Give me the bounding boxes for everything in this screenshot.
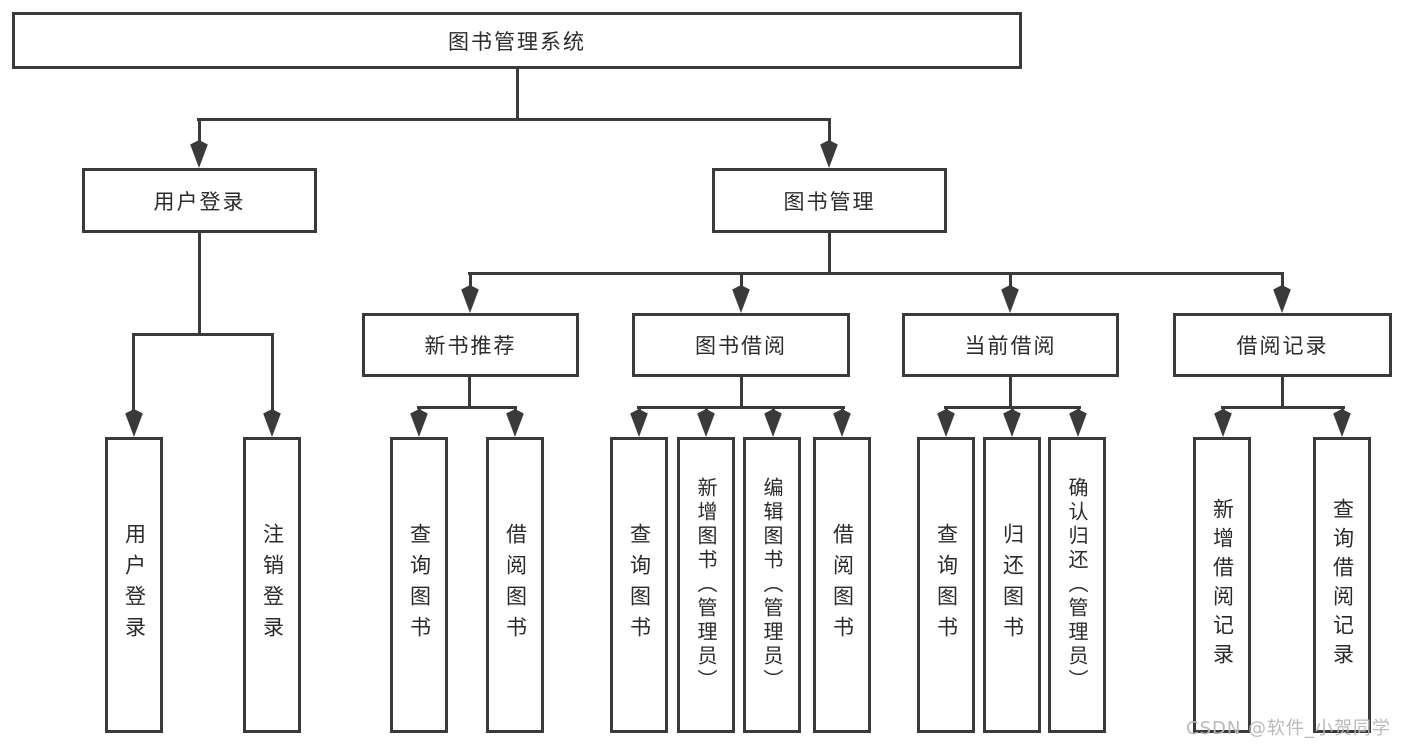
leaf-label: 借阅图书	[503, 523, 528, 647]
leaf-label: 新增借阅记录	[1210, 498, 1235, 672]
connector-to-leaf-query-books-3	[945, 406, 948, 412]
connector-root-stem	[516, 69, 519, 120]
leaf-user-login: 用户登录	[105, 437, 163, 733]
leaf-label: 确认归还（管理员）	[1065, 477, 1089, 693]
arrowhead-book-management	[820, 140, 838, 168]
leaf-label: 查询图书	[407, 523, 432, 647]
arrowhead-leaf-add-books	[697, 409, 715, 437]
node-root-library-system: 图书管理系统	[12, 12, 1022, 69]
connector-to-new-book-recommend	[469, 272, 472, 288]
connector-user-login-stem	[198, 233, 201, 336]
connector-to-leaf-query-books-1	[418, 406, 421, 412]
leaf-query-books-current: 查询图书	[917, 437, 975, 733]
node-label: 图书管理	[783, 189, 876, 214]
connector-to-leaf-borrow-books-1	[514, 406, 517, 412]
arrowhead-leaf-return-books	[1003, 409, 1021, 437]
arrowhead-leaf-logout	[263, 409, 281, 437]
connector-borrow-records-bus	[1221, 406, 1345, 409]
leaf-query-books-recommend: 查询图书	[390, 437, 448, 733]
arrowhead-borrow-records	[1273, 285, 1291, 313]
arrowhead-book-borrow	[732, 285, 750, 313]
leaf-confirm-return-admin: 确认归还（管理员）	[1048, 437, 1106, 733]
leaf-label: 归还图书	[1000, 523, 1025, 647]
arrowhead-leaf-query-books-2	[630, 409, 648, 437]
arrowhead-leaf-add-record	[1214, 409, 1232, 437]
node-current-borrow: 当前借阅	[902, 313, 1119, 377]
csdn-watermark: CSDN @软件_小贺同学	[1186, 718, 1392, 739]
arrowhead-new-book-recommend	[461, 285, 479, 313]
leaf-borrow-books: 借阅图书	[813, 437, 871, 733]
connector-to-book-borrow	[740, 272, 743, 288]
connector-to-leaf-query-books-2	[638, 406, 641, 412]
leaf-label: 查询图书	[934, 523, 959, 647]
connector-to-current-borrow	[1009, 272, 1012, 288]
connector-root-bus	[197, 118, 831, 121]
leaf-query-borrow-record: 查询借阅记录	[1313, 437, 1371, 733]
connector-user-login-bus	[132, 333, 274, 336]
node-borrow-records: 借阅记录	[1173, 313, 1392, 377]
node-book-borrow: 图书借阅	[632, 313, 850, 377]
connector-new-book-recommend-bus	[417, 406, 517, 409]
arrowhead-leaf-query-books-3	[937, 409, 955, 437]
node-label: 图书管理系统	[448, 29, 586, 54]
leaf-return-books: 归还图书	[983, 437, 1041, 733]
arrowhead-leaf-user-login	[125, 409, 143, 437]
arrowhead-leaf-query-record	[1333, 409, 1351, 437]
leaf-label: 用户登录	[122, 523, 147, 647]
node-label: 图书借阅	[695, 334, 787, 358]
connector-to-borrow-records	[1281, 272, 1284, 288]
connector-book-borrow-bus	[637, 406, 845, 409]
connector-current-borrow-stem	[1009, 377, 1012, 409]
node-new-book-recommend: 新书推荐	[362, 313, 579, 377]
connector-to-leaf-add-record	[1222, 406, 1225, 412]
connector-to-leaf-confirm-return	[1077, 406, 1080, 412]
node-user-login: 用户登录	[82, 168, 317, 233]
leaf-label: 注销登录	[260, 523, 285, 647]
leaf-label: 查询借阅记录	[1330, 498, 1355, 672]
arrowhead-current-borrow	[1001, 285, 1019, 313]
arrowhead-leaf-borrow-books-1	[506, 409, 524, 437]
connector-book-management-bus	[468, 272, 1284, 275]
connector-root-to-book-management	[828, 118, 831, 144]
leaf-label: 查询图书	[627, 523, 652, 647]
arrowhead-leaf-borrow-books-2	[833, 409, 851, 437]
connector-to-leaf-query-record	[1341, 406, 1344, 412]
node-label: 当前借阅	[964, 334, 1057, 358]
leaf-label: 编辑图书（管理员）	[760, 477, 784, 693]
leaf-add-borrow-record: 新增借阅记录	[1193, 437, 1251, 733]
connector-borrow-records-stem	[1281, 377, 1284, 409]
arrowhead-leaf-confirm-return	[1069, 409, 1087, 437]
leaf-logout: 注销登录	[243, 437, 301, 733]
leaf-add-books-admin: 新增图书（管理员）	[677, 437, 735, 733]
node-book-management: 图书管理	[712, 168, 947, 233]
connector-to-leaf-return-books	[1011, 406, 1014, 412]
arrowhead-user-login	[190, 140, 208, 168]
leaf-label: 借阅图书	[830, 523, 855, 647]
leaf-borrow-books-recommend: 借阅图书	[486, 437, 544, 733]
connector-root-to-user-login	[198, 118, 201, 144]
connector-book-borrow-stem	[740, 377, 743, 409]
leaf-label: 新增图书（管理员）	[694, 477, 718, 693]
connector-to-leaf-borrow-books-2	[841, 406, 844, 412]
node-label: 借阅记录	[1236, 334, 1329, 358]
connector-to-leaf-user-login	[132, 333, 135, 413]
leaf-query-books-borrow: 查询图书	[610, 437, 668, 733]
arrowhead-leaf-edit-books	[764, 409, 782, 437]
connector-to-leaf-add-books	[705, 406, 708, 412]
arrowhead-leaf-query-books-1	[410, 409, 428, 437]
connector-to-leaf-logout	[271, 333, 274, 413]
node-label: 用户登录	[153, 189, 246, 214]
leaf-edit-books-admin: 编辑图书（管理员）	[743, 437, 801, 733]
connector-to-leaf-edit-books	[772, 406, 775, 412]
node-label: 新书推荐	[424, 334, 517, 358]
connector-new-book-recommend-stem	[468, 377, 471, 409]
connector-book-management-stem	[828, 233, 831, 275]
